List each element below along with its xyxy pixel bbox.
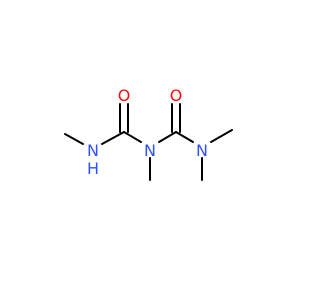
atom-labels: O O N H N N [87,86,208,178]
atom-n-amide-left: N [87,141,99,160]
atom-n-right: N [196,141,208,160]
atom-o-left: O [118,86,131,105]
bond-methyl-nh [64,133,84,145]
atom-n-center: N [144,141,156,160]
bond-nright-methyl-up [210,129,233,143]
atom-h-on-n: H [87,159,99,178]
atom-o-right: O [170,86,183,105]
bond-carbonyl1-ncenter [123,131,142,143]
bond-nh-carbonyl1 [101,131,125,145]
molecule-diagram: O O N H N N [64,86,233,181]
bond-carbonyl2-nright [175,131,194,143]
bonds [64,103,233,181]
structure-canvas: O O N H N N [64,86,233,181]
bond-ncenter-carbonyl2 [158,131,177,143]
